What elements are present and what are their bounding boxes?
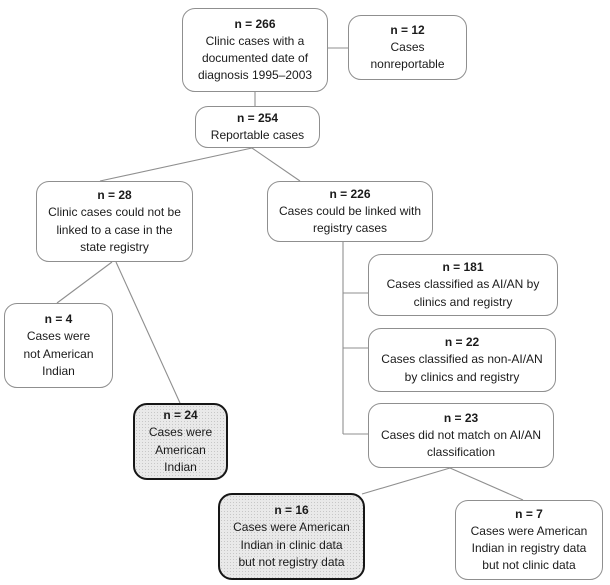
node-count: n = 7 [515, 506, 543, 521]
node-text-line: classification [426, 445, 496, 460]
node-4-not-american-indian: n = 4 Cases were not American Indian [4, 303, 113, 388]
node-text-line: not American [23, 346, 94, 361]
node-text-line: Cases were American [470, 523, 588, 538]
node-text-line: Indian in registry data [471, 541, 587, 555]
node-count: n = 24 [163, 408, 198, 423]
node-text-line: state registry [80, 239, 149, 254]
node-text-line: but not registry data [238, 554, 345, 569]
node-text-line: registry cases [312, 221, 388, 236]
node-text-line: Cases did not match on AI/AN [380, 427, 542, 442]
node-text-line: Indian [42, 363, 75, 378]
node-text-line: Cases classified as non-AI/AN [381, 352, 543, 367]
node-226-linked: n = 226 Cases could be linked with regis… [267, 181, 433, 242]
node-count: n = 23 [443, 410, 479, 425]
node-28-not-linked: n = 28 Clinic cases could not be linked … [36, 181, 193, 262]
node-266-clinic-cases: n = 266 Clinic cases with a documented d… [182, 8, 328, 92]
node-12-nonreportable: n = 12 Cases nonreportable [348, 15, 467, 80]
node-16-clinic-not-registry: n = 16 Cases were American Indian in cli… [218, 493, 365, 580]
node-text-line: linked to a case in the [56, 222, 173, 237]
node-count: n = 22 [444, 335, 480, 350]
connector-28-to-4 [56, 261, 113, 304]
node-text-line: Cases could be linked with [278, 203, 422, 218]
node-22-non-aian-both: n = 22 Cases classified as non-AI/AN by … [368, 328, 556, 392]
connector-23-to-7 [449, 467, 524, 501]
node-text-line: Cases were [148, 425, 213, 440]
node-23-mismatch: n = 23 Cases did not match on AI/AN clas… [368, 403, 554, 468]
node-text-line: Indian [164, 459, 197, 474]
node-text-line: nonreportable [370, 57, 445, 72]
node-24-american-indian: n = 24 Cases were American Indian [133, 403, 228, 480]
node-count: n = 181 [442, 260, 484, 275]
node-7-registry-not-clinic: n = 7 Cases were American Indian in regi… [455, 500, 603, 580]
connector-254-to-28 [99, 147, 253, 182]
node-count: n = 226 [329, 186, 371, 201]
node-text-line: clinics and registry [413, 294, 513, 309]
node-text-line: Cases classified as AI/AN by [386, 277, 540, 292]
node-text-line: Cases were [26, 329, 91, 344]
connector-28-to-24 [115, 261, 181, 404]
node-text-line: Cases were American [233, 520, 350, 535]
node-text-line: Indian in clinic data [240, 537, 343, 552]
node-254-reportable: n = 254 Reportable cases [195, 106, 320, 148]
node-text-line: Clinic cases could not be [48, 205, 181, 220]
node-count: n = 266 [234, 16, 276, 31]
node-count: n = 254 [236, 110, 279, 125]
node-text-line: Cases [390, 39, 425, 54]
node-count: n = 28 [97, 188, 132, 203]
node-text-line: but not clinic data [482, 558, 576, 573]
connector-254-to-226 [251, 147, 301, 182]
node-181-aian-both: n = 181 Cases classified as AI/AN by cli… [368, 254, 558, 316]
node-text-line: Reportable cases [210, 128, 305, 142]
node-text-line: documented date of [201, 51, 309, 65]
node-text-line: Clinic cases with a [205, 33, 305, 48]
node-count: n = 16 [274, 503, 309, 518]
node-text-line: diagnosis 1995–2003 [197, 68, 313, 83]
node-text-line: American [155, 442, 206, 457]
node-count: n = 12 [390, 22, 425, 37]
node-text-line: by clinics and registry [404, 369, 520, 384]
node-count: n = 4 [44, 312, 73, 327]
connector-23-to-16 [361, 467, 451, 495]
